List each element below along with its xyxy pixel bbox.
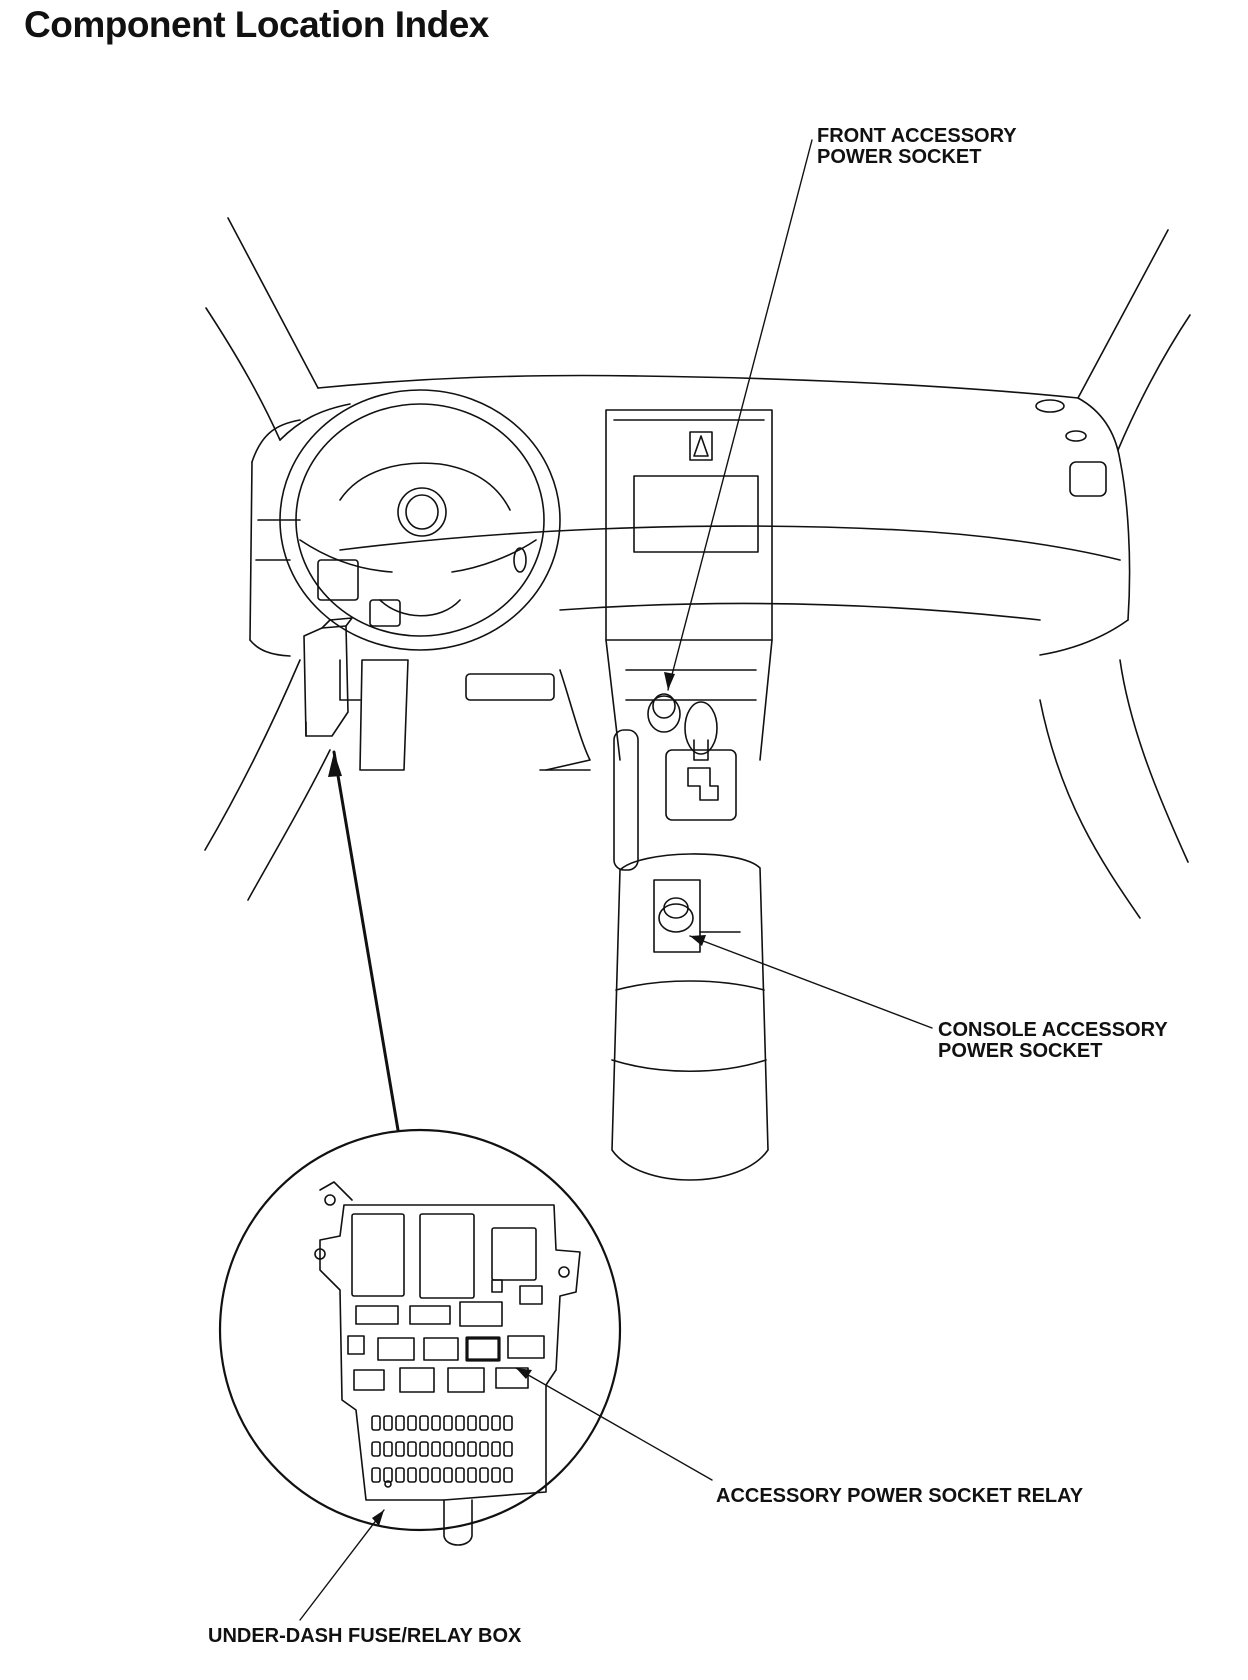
callout-lines [299, 139, 933, 1621]
center-console [611, 853, 769, 1181]
mini-fuse [431, 1467, 441, 1483]
pedals [359, 659, 591, 771]
mini-fuse [431, 1441, 441, 1457]
mini-fuse [479, 1415, 489, 1431]
mini-fuse [443, 1415, 453, 1431]
mini-fuse [371, 1441, 381, 1457]
mini-fuse [479, 1467, 489, 1483]
mini-fuse [479, 1441, 489, 1457]
mini-fuse [419, 1467, 429, 1483]
mini-fuse [419, 1415, 429, 1431]
gear-shifter [665, 701, 737, 821]
mini-fuse [443, 1441, 453, 1457]
front-socket-icon [647, 693, 681, 733]
mini-fuse [383, 1415, 393, 1431]
label-under-dash-fuse-relay-box: UNDER-DASH FUSE/RELAY BOX [208, 1625, 522, 1647]
mini-fuse [383, 1467, 393, 1483]
console-socket-icon [658, 897, 694, 933]
mini-fuse [395, 1441, 405, 1457]
mini-fuse [467, 1441, 477, 1457]
callout-arrowheads [328, 672, 706, 1526]
mini-fuse [503, 1415, 513, 1431]
mini-fuse [491, 1467, 501, 1483]
label-front-accessory-power-socket: FRONT ACCESSORY POWER SOCKET [817, 125, 1017, 168]
mini-fuse [383, 1441, 393, 1457]
detail-magnifier-circle [218, 1128, 622, 1532]
mini-fuse [395, 1415, 405, 1431]
floor-lines [204, 659, 1189, 919]
steering-wheel [279, 389, 561, 651]
accessory-relay-highlight [465, 1336, 501, 1362]
mini-fuse [395, 1467, 405, 1483]
windshield-pillars [205, 217, 1191, 451]
mini-fuse [467, 1467, 477, 1483]
mini-fuse [455, 1415, 465, 1431]
mini-fuse [431, 1415, 441, 1431]
page-title: Component Location Index [24, 4, 489, 45]
fuse-box-location [303, 617, 353, 737]
mini-fuse [419, 1441, 429, 1457]
center-stack [605, 409, 773, 761]
dashboard-outline [249, 374, 1131, 657]
mini-fuse [455, 1467, 465, 1483]
label-accessory-power-socket-relay: ACCESSORY POWER SOCKET RELAY [716, 1485, 1084, 1507]
mini-fuse [407, 1415, 417, 1431]
label-console-accessory-power-socket: CONSOLE ACCESSORY POWER SOCKET [938, 1019, 1168, 1062]
mini-fuse [371, 1467, 381, 1483]
mini-fuse [503, 1441, 513, 1457]
mini-fuse [371, 1415, 381, 1431]
mini-fuse [455, 1441, 465, 1457]
mini-fuse [503, 1467, 513, 1483]
mini-fuse [407, 1467, 417, 1483]
fuse-relay-box-detail [314, 1181, 581, 1546]
mini-fuse [491, 1441, 501, 1457]
handbrake-lever [613, 729, 639, 871]
fuse-rows [371, 1415, 513, 1483]
mini-fuse [467, 1415, 477, 1431]
mini-fuse [443, 1467, 453, 1483]
mini-fuse [491, 1415, 501, 1431]
mini-fuse [407, 1441, 417, 1457]
